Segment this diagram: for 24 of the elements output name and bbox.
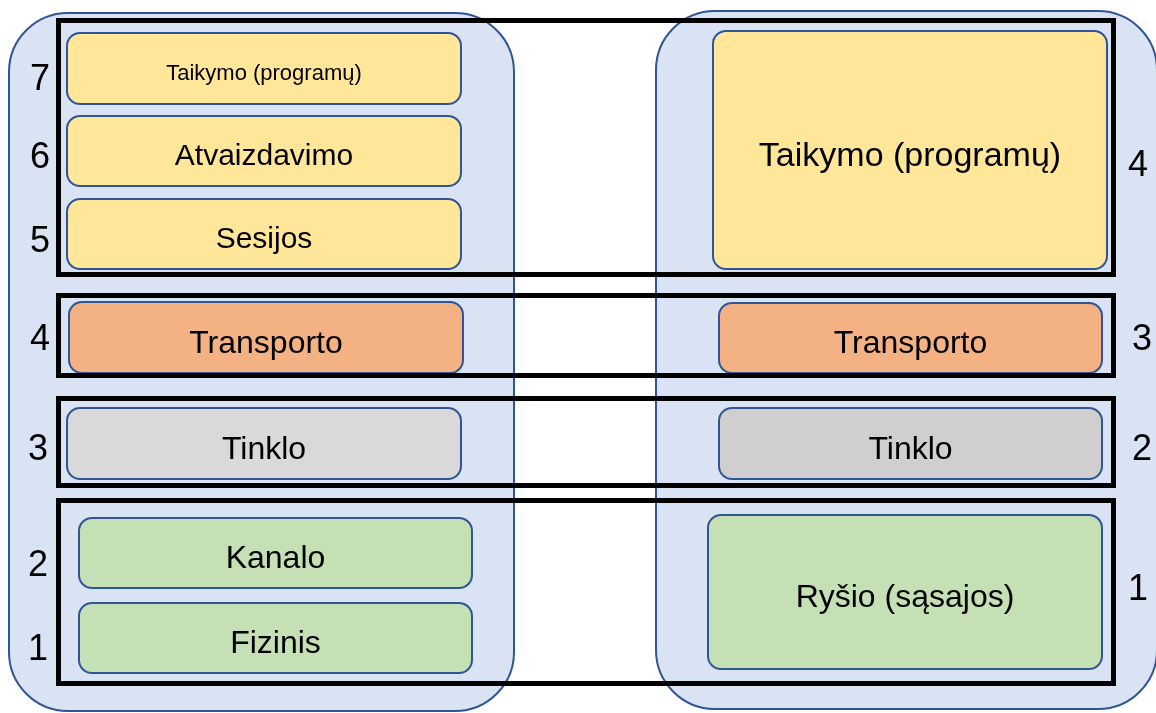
layer-box: Transporto <box>718 302 1103 374</box>
layer-number: 1 <box>1128 570 1149 606</box>
layer-number: 6 <box>30 138 51 174</box>
layer-number: 4 <box>1128 146 1149 182</box>
stack-panel <box>8 12 515 712</box>
layer-number: 2 <box>28 546 49 582</box>
layer-box: Fizinis <box>78 602 473 674</box>
layer-number: 1 <box>28 630 49 666</box>
layer-number: 3 <box>1132 320 1153 356</box>
layer-number: 4 <box>30 320 51 356</box>
layer-number: 3 <box>28 430 49 466</box>
layer-box: Kanalo <box>78 517 473 589</box>
layer-box: Taikymo (programų) <box>66 32 462 105</box>
layer-number: 5 <box>30 222 51 258</box>
layer-box: Transporto <box>68 301 464 374</box>
layer-box: Tinklo <box>718 407 1103 480</box>
layer-box: Taikymo (programų) <box>712 30 1108 270</box>
layer-box: Ryšio (sąsajos) <box>707 514 1103 670</box>
stack-panel <box>655 10 1156 710</box>
layer-number: 7 <box>30 60 51 96</box>
layer-box: Atvaizdavimo <box>66 115 462 187</box>
layer-number: 2 <box>1132 430 1153 466</box>
layer-box: Sesijos <box>66 198 462 270</box>
layer-box: Tinklo <box>66 407 462 480</box>
